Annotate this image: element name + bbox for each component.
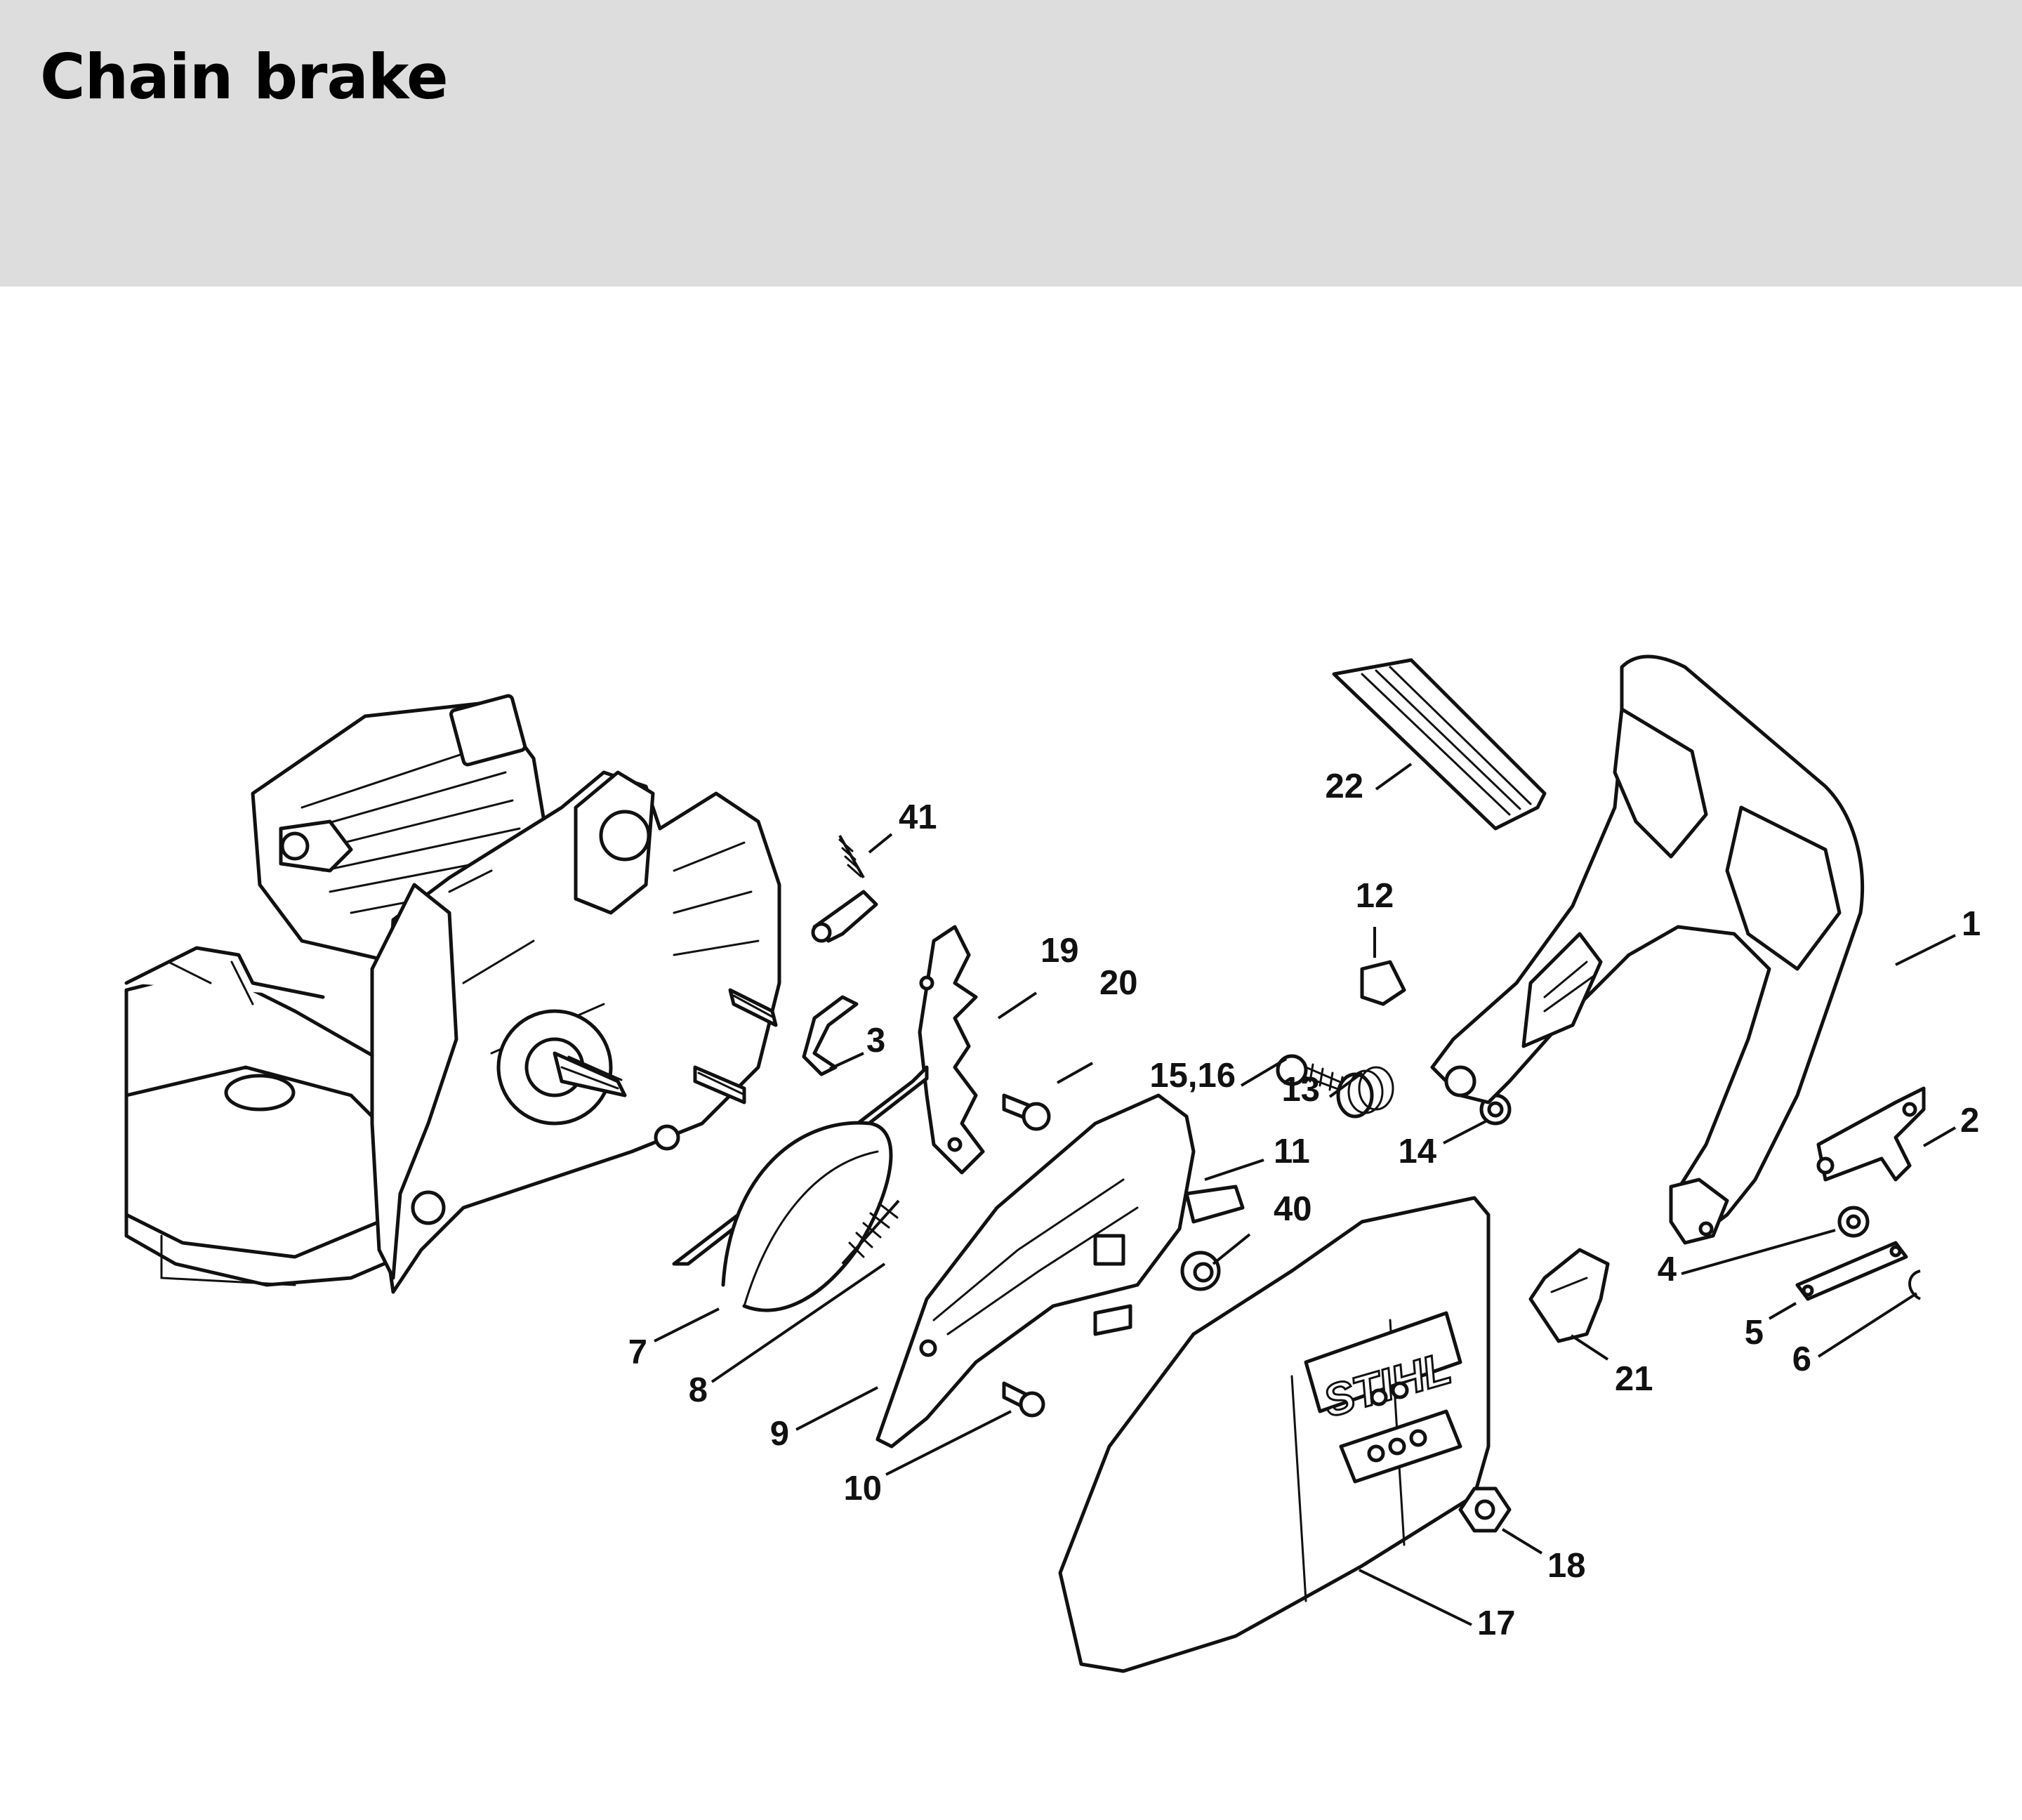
engine-housing-drawing bbox=[124, 694, 781, 1294]
part-8-brake-band bbox=[721, 1121, 893, 1312]
part-7-brake-band-link bbox=[672, 1065, 929, 1266]
part-10-screw bbox=[1002, 1381, 1045, 1418]
part-21-catch bbox=[1528, 1248, 1610, 1343]
callout-2: 2 bbox=[1960, 1102, 1979, 1140]
callout-1: 1 bbox=[1962, 905, 1981, 943]
part-8-spring bbox=[841, 1199, 900, 1265]
part-12-cap bbox=[1360, 960, 1406, 1006]
callout-11: 11 bbox=[1274, 1133, 1310, 1171]
part-2-lever bbox=[1816, 1086, 1926, 1182]
part-19-clip bbox=[918, 925, 985, 1175]
leader-lines bbox=[654, 763, 1957, 1626]
part-11-slide bbox=[1093, 1185, 1245, 1336]
header-bar: Chain brake bbox=[0, 0, 2022, 286]
part-40-nut bbox=[1180, 1251, 1221, 1291]
part-17-sprocket-cover: STIHL bbox=[1058, 1196, 1491, 1673]
callout-20: 20 bbox=[1099, 964, 1138, 1002]
part-18-nut bbox=[1458, 1486, 1512, 1533]
part-22-grip bbox=[1332, 658, 1547, 831]
callout-41: 41 bbox=[899, 798, 937, 836]
part-9-cover-plate bbox=[875, 1093, 1196, 1449]
callout-5: 5 bbox=[1745, 1314, 1764, 1352]
part-20-screw bbox=[1002, 1093, 1051, 1131]
callout-40: 40 bbox=[1274, 1190, 1312, 1228]
callout-19: 19 bbox=[1040, 932, 1079, 970]
callout-22: 22 bbox=[1325, 767, 1363, 805]
callout-4: 4 bbox=[1658, 1251, 1677, 1288]
part-6-clip bbox=[1908, 1270, 1922, 1300]
callout-17: 17 bbox=[1477, 1604, 1516, 1642]
part-5-link bbox=[1795, 1241, 1908, 1301]
callout-10: 10 bbox=[843, 1470, 882, 1508]
part-1-hand-guard bbox=[1430, 654, 1864, 1245]
callout-12: 12 bbox=[1356, 877, 1394, 915]
part-3-spring-bracket bbox=[802, 995, 859, 1076]
callout-3: 3 bbox=[866, 1022, 885, 1060]
callout-21: 21 bbox=[1615, 1360, 1653, 1398]
callout-9: 9 bbox=[770, 1415, 789, 1453]
callout-15-16: 15,16 bbox=[1149, 1057, 1236, 1095]
callout-18: 18 bbox=[1547, 1547, 1586, 1585]
callout-13: 13 bbox=[1281, 1071, 1320, 1109]
callout-8: 8 bbox=[689, 1371, 708, 1409]
page-title: Chain brake bbox=[40, 41, 449, 113]
callout-14: 14 bbox=[1398, 1133, 1436, 1171]
part-41-lever bbox=[811, 890, 878, 943]
callout-6: 6 bbox=[1792, 1340, 1811, 1378]
callout-labels: 1 2 3 4 5 6 7 8 9 10 11 12 13 14 15,16 1… bbox=[628, 767, 1981, 1642]
part-41-spring bbox=[838, 835, 865, 878]
part-4-washer bbox=[1837, 1206, 1870, 1238]
part-13-spring bbox=[1336, 1066, 1394, 1119]
callout-7: 7 bbox=[628, 1333, 647, 1371]
